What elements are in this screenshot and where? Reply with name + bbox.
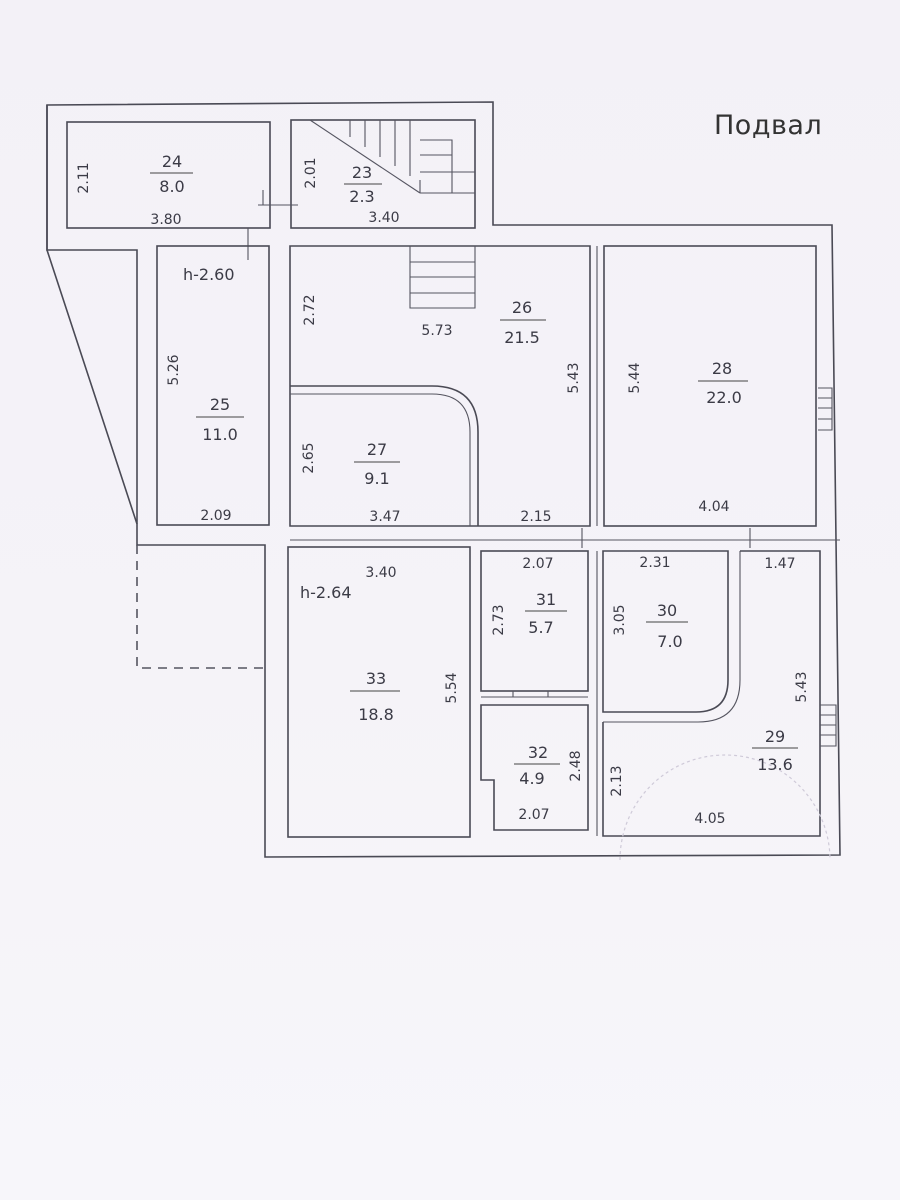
room-area: 4.9 — [519, 769, 544, 788]
dashed-extension — [136, 545, 265, 669]
room-number: 30 — [657, 601, 677, 620]
room-31-label: 31 5.7 — [525, 590, 567, 637]
room-number: 29 — [765, 727, 785, 746]
room-number: 25 — [210, 395, 230, 414]
room-29-outline — [602, 550, 821, 837]
dimension-label: 3.47 — [369, 509, 400, 525]
dimension-label: 5.26 — [166, 354, 182, 385]
room-29-label: 29 13.6 — [752, 727, 798, 774]
dimension-label: 4.04 — [698, 499, 729, 515]
dimension-label: 5.44 — [627, 362, 643, 393]
dimension-label: 5.54 — [444, 672, 460, 703]
room-27-label: 27 9.1 — [354, 440, 400, 488]
window-28 — [818, 387, 833, 431]
dimension-label: 2.31 — [639, 555, 670, 571]
room-24-label: 24 8.0 — [150, 152, 193, 196]
room-28-outline — [603, 245, 817, 527]
room-30-label: 30 7.0 — [646, 601, 688, 651]
dimension-label: 2.11 — [76, 162, 92, 193]
dimension-label: 5.43 — [566, 362, 582, 393]
room-32-outline — [480, 704, 589, 831]
outer-wall-left — [46, 105, 138, 524]
room-area: 21.5 — [504, 328, 540, 347]
dimension-label: 1.47 — [764, 556, 795, 572]
dimension-label: 2.07 — [518, 807, 549, 823]
room-number: 31 — [536, 590, 556, 609]
room-area: 7.0 — [657, 632, 682, 651]
room-number: 32 — [528, 743, 548, 762]
room-27-wall — [290, 385, 479, 526]
room-28-label: 28 22.0 — [698, 359, 748, 407]
dimension-label: 2.48 — [568, 750, 584, 781]
room-number: 23 — [352, 163, 372, 182]
staircase-26 — [409, 246, 476, 309]
faint-stamp — [619, 754, 831, 861]
dimension-label: 3.05 — [612, 604, 628, 635]
room-number: 24 — [162, 152, 182, 171]
room-25-label: 25 11.0 — [196, 395, 244, 444]
room-24-outline — [66, 121, 271, 229]
dimension-label: 2.15 — [520, 509, 551, 525]
room-25-outline — [156, 245, 270, 526]
corridor-marks — [290, 528, 840, 548]
staircase-23 — [309, 119, 475, 194]
dimension-label: 2.73 — [491, 604, 507, 635]
dimension-label: 3.40 — [365, 565, 396, 581]
dimension-label: 2.01 — [303, 157, 319, 188]
dimension-label: 2.72 — [302, 294, 318, 325]
dimension-label: 5.43 — [794, 671, 810, 702]
room-23-outline — [290, 119, 476, 229]
room-31-outline — [480, 550, 589, 692]
room-area: 8.0 — [159, 177, 184, 196]
room-area: 5.7 — [528, 618, 553, 637]
height-label: h-2.64 — [300, 583, 352, 602]
room-number: 33 — [366, 669, 386, 688]
window-29 — [820, 704, 837, 747]
room-area: 2.3 — [349, 187, 374, 206]
room-number: 27 — [367, 440, 387, 459]
room-32-label: 32 4.9 — [514, 743, 560, 788]
room-23-label: 23 2.3 — [344, 163, 382, 206]
room-number: 28 — [712, 359, 732, 378]
outer-wall — [46, 101, 841, 858]
dimension-label: 4.05 — [694, 811, 725, 827]
room-26-label: 26 21.5 — [500, 298, 546, 347]
page-title: Подвал — [714, 110, 823, 141]
room-area: 13.6 — [757, 755, 793, 774]
dimension-label: 2.09 — [200, 508, 231, 524]
dimension-label: 3.40 — [368, 210, 399, 226]
dimension-label: 5.73 — [421, 323, 452, 339]
room-33-outline — [287, 546, 471, 838]
wall-31-32 — [481, 691, 588, 698]
room-26-outline — [289, 245, 591, 527]
room-30-outline — [602, 550, 729, 713]
room-area: 18.8 — [358, 705, 394, 724]
room-33-label: 33 18.8 — [350, 669, 400, 724]
room-number: 26 — [512, 298, 532, 317]
door-marks-top — [247, 190, 298, 260]
room-area: 9.1 — [364, 469, 389, 488]
dimension-label: 2.07 — [522, 556, 553, 572]
room-area: 22.0 — [706, 388, 742, 407]
dimension-label: 3.80 — [150, 212, 181, 228]
height-label: h-2.60 — [183, 265, 235, 284]
dimension-label: 2.13 — [609, 765, 625, 796]
dimension-label: 2.65 — [301, 442, 317, 473]
room-area: 11.0 — [202, 425, 238, 444]
